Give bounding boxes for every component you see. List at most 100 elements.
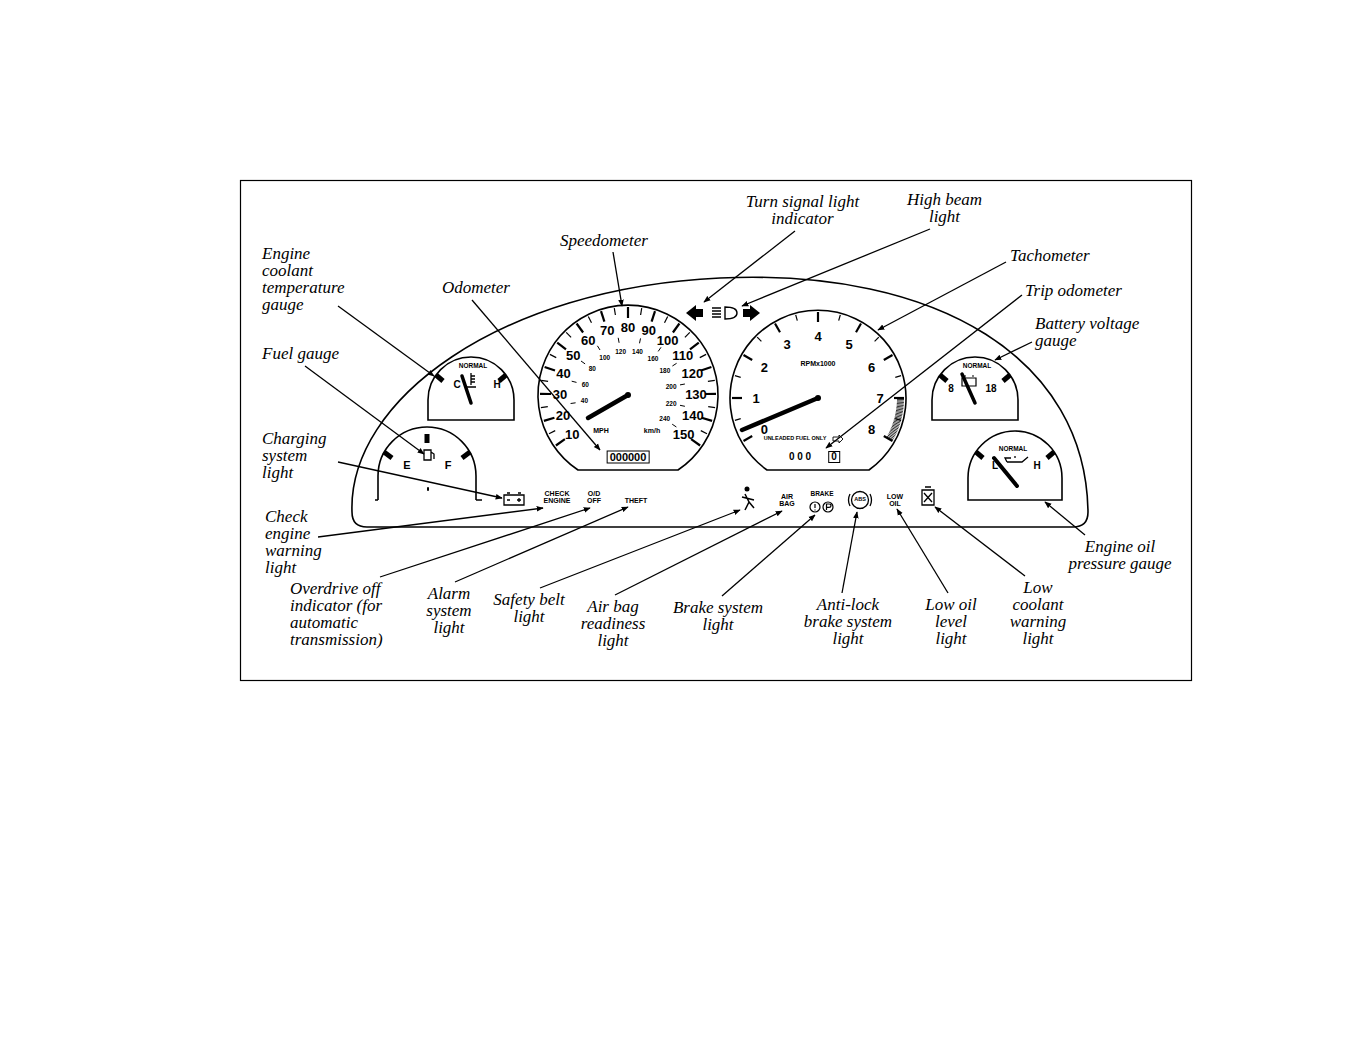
gauge-text: 60 (581, 333, 595, 346)
callout-label: Overdrive off indicator (for automatic t… (290, 580, 408, 648)
dial-tick (775, 324, 780, 333)
leader-line (826, 295, 1022, 448)
hub (815, 395, 821, 401)
leader-line (935, 507, 1025, 576)
icons (424, 305, 1028, 512)
thermometer-icon (466, 373, 476, 387)
dial-tick (652, 311, 655, 322)
fuel-pump-icon (424, 450, 434, 460)
high-beam-icon (712, 307, 737, 319)
callout-label: Trip odometer (1025, 282, 1122, 299)
gauge-text: BRAKE (810, 491, 833, 498)
leader-line (878, 262, 1006, 330)
dial-tick (894, 397, 904, 399)
turn-right-arrow (743, 305, 760, 321)
gauge-text: 20 (556, 409, 570, 422)
gauge-text: 60 (582, 381, 589, 388)
gauge-text: 0 (761, 423, 768, 436)
gauge-text: 240 (659, 416, 670, 423)
dial-tick (641, 308, 642, 315)
gauge-text: 8 (948, 384, 954, 394)
coolant-gauge-dial (428, 357, 514, 420)
brake-warning-icon (810, 502, 820, 512)
dial-tick (685, 332, 690, 337)
dial-tick (897, 404, 904, 406)
dial-tick (744, 436, 753, 441)
gauge-text: THEFT (625, 497, 648, 504)
gauge-text: 70 (600, 324, 614, 337)
dial-tick (672, 363, 676, 366)
turn-left-arrow (686, 305, 703, 321)
gauge-text: C (453, 380, 460, 390)
callout-label: Low coolant warning light (1002, 579, 1074, 647)
dial-tick (708, 407, 715, 408)
dial-tick (556, 439, 565, 445)
callout-label: Safety belt light (484, 591, 574, 625)
dial-tick (577, 324, 584, 333)
odometer-readout: 0 (828, 451, 840, 463)
gauge-text: 0 0 0 (789, 452, 811, 462)
callout-label: Engine coolant temperature gauge (262, 245, 357, 313)
gauge-text: H (1033, 461, 1040, 471)
dial-tick (700, 354, 706, 357)
dial-tick (627, 307, 629, 318)
gauge-text: 40 (581, 398, 588, 405)
dial-tick (896, 412, 903, 413)
dial-tick (550, 354, 556, 357)
callout-label: Turn signal light indicator (740, 193, 865, 227)
dial-tick (544, 418, 555, 421)
dial-tick (572, 381, 577, 382)
gauge-text: 18 (985, 384, 996, 394)
gauge-text: 90 (642, 324, 656, 337)
dial-tick (890, 430, 896, 433)
callout-label: High beam light (897, 191, 992, 225)
gauge-text: 100 (599, 354, 610, 361)
gauge-text: 180 (659, 368, 670, 375)
gauge-text: MPH (593, 427, 609, 434)
gauge-text: 50 (566, 348, 580, 361)
speed-needle (588, 395, 628, 418)
gauge-text: LOW OIL (884, 493, 906, 507)
dial-tick (658, 347, 661, 351)
leader-line (1045, 502, 1085, 535)
gauge-text: 3 (783, 338, 790, 351)
hub (625, 392, 631, 398)
gauge-text: F (445, 460, 452, 471)
leader-line (722, 515, 815, 596)
dial-tick (897, 406, 904, 408)
gauge-text: NORMAL (963, 363, 992, 370)
leader-line (897, 509, 948, 593)
abs-icon (849, 492, 872, 509)
battery-icon (504, 493, 524, 505)
gauge-text: 140 (682, 409, 704, 422)
dial-tick (897, 403, 904, 405)
panel-base (352, 512, 1088, 527)
leader-line (455, 507, 628, 582)
gauge-text: O/D OFF (583, 490, 605, 504)
leader-line (472, 300, 600, 450)
dial-tick (540, 393, 551, 395)
leader-line (615, 511, 782, 595)
dial-tick (896, 407, 903, 409)
dial-tick (680, 405, 685, 406)
gauge-text: 30 (553, 388, 567, 401)
callout-label: Low oil level light (918, 596, 984, 647)
dial-tick (896, 410, 903, 411)
gauge-text: km/h (644, 427, 660, 434)
gauge-text: 220 (666, 400, 677, 407)
coolant-warning-icon (922, 487, 934, 505)
dial-tick (897, 399, 904, 400)
panel-hood (352, 277, 1088, 512)
fuel-marks (384, 434, 470, 458)
abs-arcs (849, 494, 872, 506)
gauge-text: RPMx1000 (800, 360, 835, 367)
dial-outlines (378, 305, 1062, 500)
letter-p-shape (827, 504, 832, 510)
battery-needle (962, 374, 975, 403)
dial-tick (888, 434, 894, 437)
gauge-text: 4 (814, 330, 821, 343)
dial-tick (665, 316, 668, 322)
seat-belt-head (745, 487, 750, 492)
